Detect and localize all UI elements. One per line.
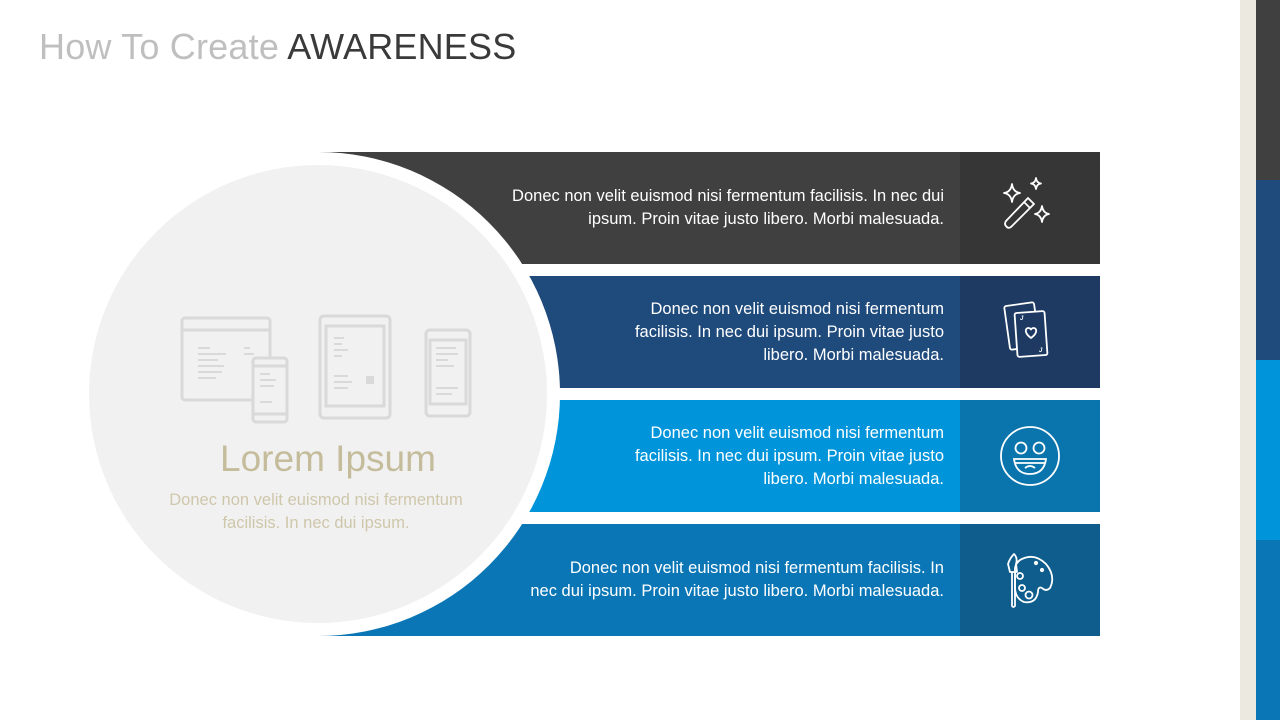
side-rail <box>1240 0 1256 720</box>
svg-text:J: J <box>1020 316 1024 322</box>
magic-wand-icon <box>1003 177 1050 229</box>
smiley-face-icon <box>1000 426 1060 486</box>
side-strip-2 <box>1256 180 1280 360</box>
playing-cards-icon: J J <box>1003 301 1049 358</box>
paint-palette-icon <box>1007 553 1054 608</box>
slide-title: How To Create AWARENESS <box>39 26 516 68</box>
band-3-icon-box <box>960 400 1100 512</box>
side-strip-1 <box>1256 0 1280 180</box>
band-4-icon-box <box>960 524 1100 636</box>
title-light: How To Create <box>39 26 288 67</box>
side-strip-4 <box>1256 540 1280 720</box>
band-1-icon-box <box>960 152 1100 264</box>
circle-title: Lorem Ipsum <box>220 438 436 479</box>
title-bold: AWARENESS <box>287 26 517 67</box>
side-strip-3 <box>1256 360 1280 540</box>
band-2-icon-box: J J <box>960 276 1100 388</box>
svg-text:J: J <box>1039 348 1043 354</box>
band-1-text: Donec non velit euismod nisi fermentum f… <box>512 187 944 228</box>
devices-icon <box>180 314 472 424</box>
band-4-text: Donec non velit euismod nisi fermentum f… <box>530 559 944 600</box>
